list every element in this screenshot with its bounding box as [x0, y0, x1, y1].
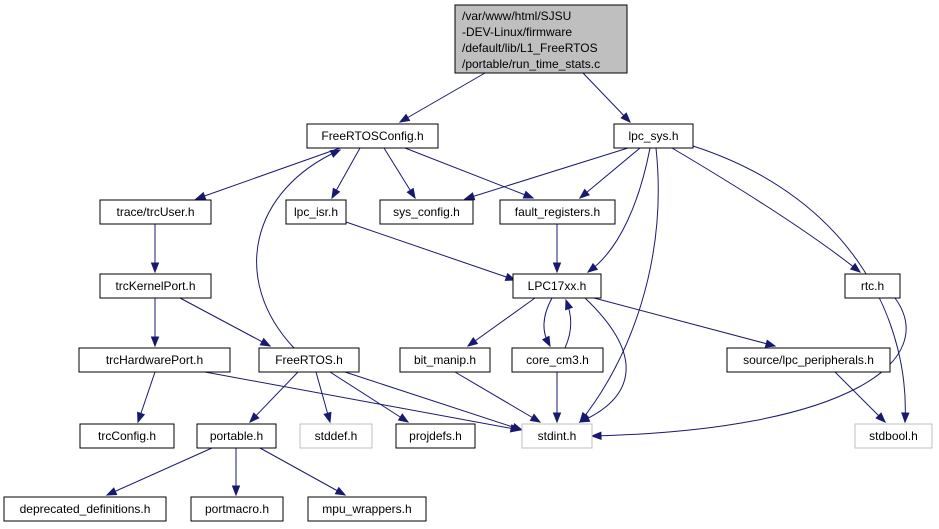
- node-label: trcKernelPort.h: [115, 279, 195, 293]
- node-fault-registers-h[interactable]: fault_registers.h: [499, 199, 616, 225]
- node-label: portable.h: [210, 429, 263, 443]
- node-label: sys_config.h: [393, 205, 460, 219]
- edge-trchardwareport-h-to-trcconfig-h: [137, 371, 156, 424]
- node-label: stddef.h: [315, 429, 358, 443]
- edge-freertosconfig-h-to-lpc-isr-h: [331, 147, 361, 200]
- node-label: FreeRTOSConfig.h: [321, 129, 423, 143]
- node-label: FreeRTOS.h: [275, 353, 343, 367]
- edge-lpc17xx-h-to-stdint-h: [578, 297, 627, 423]
- edge-run-time-stats-c-to-lpc-sys-h: [582, 72, 631, 123]
- node-label: mpu_wrappers.h: [322, 502, 411, 516]
- node-projdefs-h[interactable]: projdefs.h: [395, 423, 476, 449]
- node-label: trcHardwarePort.h: [106, 353, 203, 367]
- edge-trchardwareport-h-to-stdint-h: [204, 371, 522, 433]
- root-path-line-1: /var/www/html/SJSU: [462, 9, 571, 23]
- node-trckernelport-h[interactable]: trcKernelPort.h: [99, 273, 212, 299]
- node-run-time-stats-c[interactable]: /var/www/html/SJSU -DEV-Linux/firmware /…: [454, 4, 628, 74]
- edge-portable-h-to-mpu-wrappers-h: [259, 447, 347, 496]
- node-bit-manip-h[interactable]: bit_manip.h: [399, 347, 491, 373]
- node-rtc-h[interactable]: rtc.h: [844, 273, 901, 299]
- node-label: trcConfig.h: [98, 429, 156, 443]
- edge-portable-h-to-deprecated-definitions-h: [105, 447, 213, 496]
- edge-lpc-sys-h-to-rtc-h: [671, 147, 862, 273]
- edge-freertosconfig-h-to-fault-registers-h: [404, 147, 535, 199]
- node-trcconfig-h[interactable]: trcConfig.h: [79, 423, 175, 449]
- node-label: lpc_sys.h: [628, 129, 678, 143]
- edge-trckernelport-h-to-freertos-h: [179, 297, 272, 347]
- node-portmacro-h[interactable]: portmacro.h: [190, 496, 284, 522]
- edge-freertos-h-to-projdefs-h: [329, 371, 410, 423]
- edge-lpc-peripherals-h-to-stdbool-h: [834, 371, 886, 423]
- edge-lpc17xx-h-to-lpc-peripherals-h: [593, 297, 777, 348]
- node-label: bit_manip.h: [414, 353, 476, 367]
- edge-portable-h-to-portmacro-h: [231, 448, 241, 497]
- edge-lpc17xx-h-to-core-cm3-h: [541, 297, 553, 348]
- node-label: rtc.h: [861, 279, 884, 293]
- node-lpc-peripherals-h[interactable]: source/lpc_peripherals.h: [726, 347, 891, 373]
- node-label: portmacro.h: [205, 502, 269, 516]
- root-path-line-3: /default/lib/L1_FreeRTOS: [462, 41, 598, 55]
- node-label: lpc_isr.h: [294, 205, 338, 219]
- node-deprecated-definitions-h[interactable]: deprecated_definitions.h: [3, 496, 167, 522]
- node-label: deprecated_definitions.h: [20, 502, 151, 516]
- node-mpu-wrappers-h[interactable]: mpu_wrappers.h: [307, 496, 427, 522]
- node-label: stdint.h: [538, 429, 577, 443]
- node-freertos-h[interactable]: FreeRTOS.h: [258, 347, 360, 373]
- edge-lpc-sys-h-to-stdbool-h: [692, 145, 910, 424]
- node-lpc17xx-h[interactable]: LPC17xx.h: [512, 273, 602, 299]
- node-label: core_cm3.h: [526, 353, 589, 367]
- edge-freertosconfig-h-to-trcuser-h: [194, 147, 341, 200]
- edge-freertos-h-to-stdint-h: [344, 371, 524, 432]
- edge-freertos-h-to-stddef-h: [315, 371, 332, 424]
- node-lpc-sys-h[interactable]: lpc_sys.h: [613, 123, 694, 149]
- root-path-line-2: -DEV-Linux/firmware: [462, 25, 572, 39]
- edge-rtc-h-to-stdint-h: [590, 297, 907, 440]
- node-sys-config-h[interactable]: sys_config.h: [379, 199, 474, 225]
- edge-freertosconfig-h-to-sys-config-h: [383, 147, 416, 200]
- edge-trckernelport-h-to-trchardwareport-h: [150, 298, 160, 348]
- node-stddef-h[interactable]: stddef.h: [299, 423, 373, 449]
- node-freertosconfig-h[interactable]: FreeRTOSConfig.h: [306, 123, 439, 149]
- edge-lpc-isr-h-to-lpc17xx-h: [345, 221, 517, 281]
- node-core-cm3-h[interactable]: core_cm3.h: [511, 347, 604, 373]
- node-lpc-isr-h[interactable]: lpc_isr.h: [285, 199, 347, 225]
- edge-trcuser-h-to-trckernelport-h: [150, 224, 160, 274]
- edge-freertos-h-to-portable-h: [249, 371, 299, 423]
- edge-run-time-stats-c-to-freertosconfig-h: [398, 72, 486, 123]
- edges-layer: [105, 72, 910, 497]
- edge-freertos-h-to-freertosconfig-h: [256, 149, 342, 349]
- node-trcuser-h[interactable]: trace/trcUser.h: [99, 199, 212, 225]
- edge-core-cm3-h-to-lpc17xx-h: [564, 298, 574, 349]
- node-stdbool-h[interactable]: stdbool.h: [854, 423, 933, 449]
- node-label: projdefs.h: [409, 429, 462, 443]
- edge-lpc-sys-h-to-lpc17xx-h: [586, 147, 651, 273]
- edge-lpc-sys-h-to-fault-registers-h: [578, 147, 641, 199]
- root-path-line-4: /portable/run_time_stats.c: [462, 57, 600, 71]
- node-portable-h[interactable]: portable.h: [196, 423, 277, 449]
- node-trchardwareport-h[interactable]: trcHardwarePort.h: [78, 347, 231, 373]
- edge-lpc17xx-h-to-bit-manip-h: [466, 297, 536, 347]
- node-stdint-h[interactable]: stdint.h: [521, 423, 593, 449]
- node-label: LPC17xx.h: [528, 279, 587, 293]
- edge-lpc-sys-h-to-sys-config-h: [463, 147, 629, 201]
- edge-core-cm3-h-to-stdint-h: [552, 372, 562, 424]
- node-label: source/lpc_peripherals.h: [743, 353, 874, 367]
- edge-bit-manip-h-to-stdint-h: [454, 371, 542, 423]
- node-label: stdbool.h: [869, 429, 918, 443]
- node-label: trace/trcUser.h: [116, 205, 194, 219]
- edge-fault-registers-h-to-lpc17xx-h: [552, 224, 562, 274]
- node-label: fault_registers.h: [515, 205, 600, 219]
